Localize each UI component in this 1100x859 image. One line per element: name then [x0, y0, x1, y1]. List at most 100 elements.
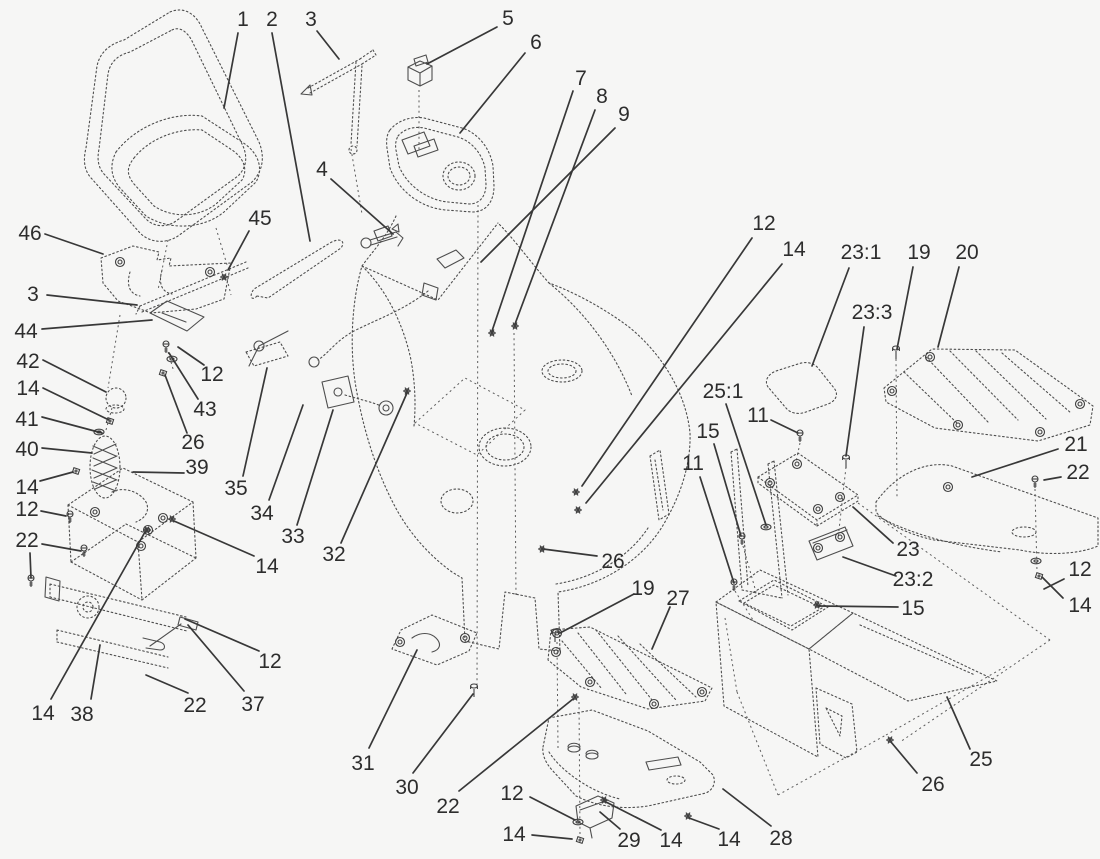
leader-line-1	[223, 32, 239, 109]
callout-15: 15	[901, 597, 924, 620]
leader-line-14	[1041, 576, 1064, 599]
seat-platform-edge	[361, 222, 499, 301]
guide-line	[857, 502, 1051, 641]
callout-41: 41	[15, 408, 38, 431]
callout-39: 39	[185, 456, 208, 479]
leader-line-23:2	[842, 556, 897, 577]
leader-line-33	[296, 409, 334, 526]
ring-icon	[394, 636, 406, 648]
adjustment-rod-left-3	[135, 261, 249, 315]
lever-35	[245, 330, 289, 367]
suspension-frame-39	[67, 467, 197, 601]
callout-19: 19	[631, 577, 654, 600]
leader-line-40	[41, 447, 93, 454]
leader-line-14	[42, 387, 110, 421]
leader-line-26	[542, 548, 598, 557]
leader-line-14	[173, 520, 255, 557]
callout-42: 42	[16, 350, 39, 373]
guide-line	[513, 332, 517, 598]
leader-line-37	[187, 624, 245, 692]
callout-22: 22	[436, 795, 459, 818]
callout-37: 37	[241, 693, 264, 716]
wheel-arch-right	[548, 282, 633, 397]
nut-icon	[71, 467, 81, 475]
guide-line	[476, 204, 479, 688]
callout-14: 14	[502, 823, 526, 846]
callout-14: 14	[255, 555, 279, 578]
callout-21: 21	[1064, 433, 1087, 456]
callout-26: 26	[601, 550, 624, 573]
screw-icon	[796, 429, 804, 442]
leader-line-12	[184, 618, 260, 652]
callout-26: 26	[921, 773, 944, 796]
guide-line	[742, 545, 757, 593]
callout-44: 44	[14, 320, 38, 343]
ring-icon	[1074, 398, 1086, 410]
ring-icon	[952, 419, 964, 431]
callout-12: 12	[500, 782, 523, 805]
callout-35: 35	[224, 477, 247, 500]
leader-line-23:3	[845, 326, 865, 457]
leader-line-12	[1043, 578, 1065, 590]
callout-46: 46	[18, 222, 41, 245]
leader-line-32	[340, 392, 408, 544]
ring-icon	[89, 506, 101, 518]
fender-slat	[649, 449, 670, 521]
guide-line	[795, 442, 801, 463]
leader-line-12	[40, 510, 67, 517]
screw-icon	[1031, 475, 1039, 488]
ring-icon	[886, 385, 898, 397]
guide-line	[107, 314, 121, 389]
callout-12: 12	[1068, 558, 1091, 581]
ring-icon	[696, 686, 708, 698]
bolt-icon	[842, 454, 850, 468]
leader-line-14	[50, 531, 146, 700]
callout-32: 32	[322, 543, 345, 566]
callout-23: 23	[896, 538, 919, 561]
guide-line	[105, 407, 113, 431]
leader-line-3	[316, 30, 340, 60]
ring-icon	[550, 646, 562, 658]
star-icon	[220, 273, 228, 281]
ring-icon	[459, 632, 471, 644]
leader-line-3	[46, 294, 138, 306]
leader-line-4	[330, 178, 394, 235]
seat-back-inner	[97, 28, 247, 227]
leader-line-9	[480, 127, 616, 263]
cable-33	[308, 282, 439, 416]
console-25	[715, 569, 998, 759]
leader-line-14	[585, 263, 783, 504]
ring-icon	[812, 503, 824, 515]
star-icon	[886, 736, 894, 744]
callout-26: 26	[181, 431, 204, 454]
callout-11: 11	[747, 404, 769, 427]
fender-body-outline	[351, 215, 691, 652]
ring-icon	[648, 698, 660, 710]
leader-line-22	[41, 543, 82, 552]
callout-12: 12	[258, 650, 281, 673]
leader-line-35	[242, 367, 268, 477]
leader-line-27	[651, 606, 671, 650]
nut-icon	[158, 369, 168, 377]
ring-icon	[584, 676, 596, 688]
callout-34: 34	[250, 502, 274, 525]
leader-line-44	[41, 319, 153, 330]
guide-lines	[105, 90, 1051, 837]
star-icon	[813, 601, 821, 609]
cap-42	[105, 387, 127, 409]
guide-line	[885, 664, 1009, 736]
bolt-icon	[892, 345, 900, 359]
callout-38: 38	[70, 703, 93, 726]
ring-icon	[834, 531, 846, 543]
callout-4: 4	[316, 158, 328, 181]
callout-1: 1	[237, 8, 249, 31]
key-switch-5	[407, 54, 433, 87]
callout-12: 12	[752, 212, 775, 235]
callout-12: 12	[200, 363, 223, 386]
ring-icon	[204, 266, 216, 278]
callout-15: 15	[696, 420, 719, 443]
callout-3: 3	[305, 8, 317, 31]
screw-icon	[66, 510, 74, 523]
nut-icon	[575, 836, 585, 844]
leader-line-12	[177, 346, 205, 366]
